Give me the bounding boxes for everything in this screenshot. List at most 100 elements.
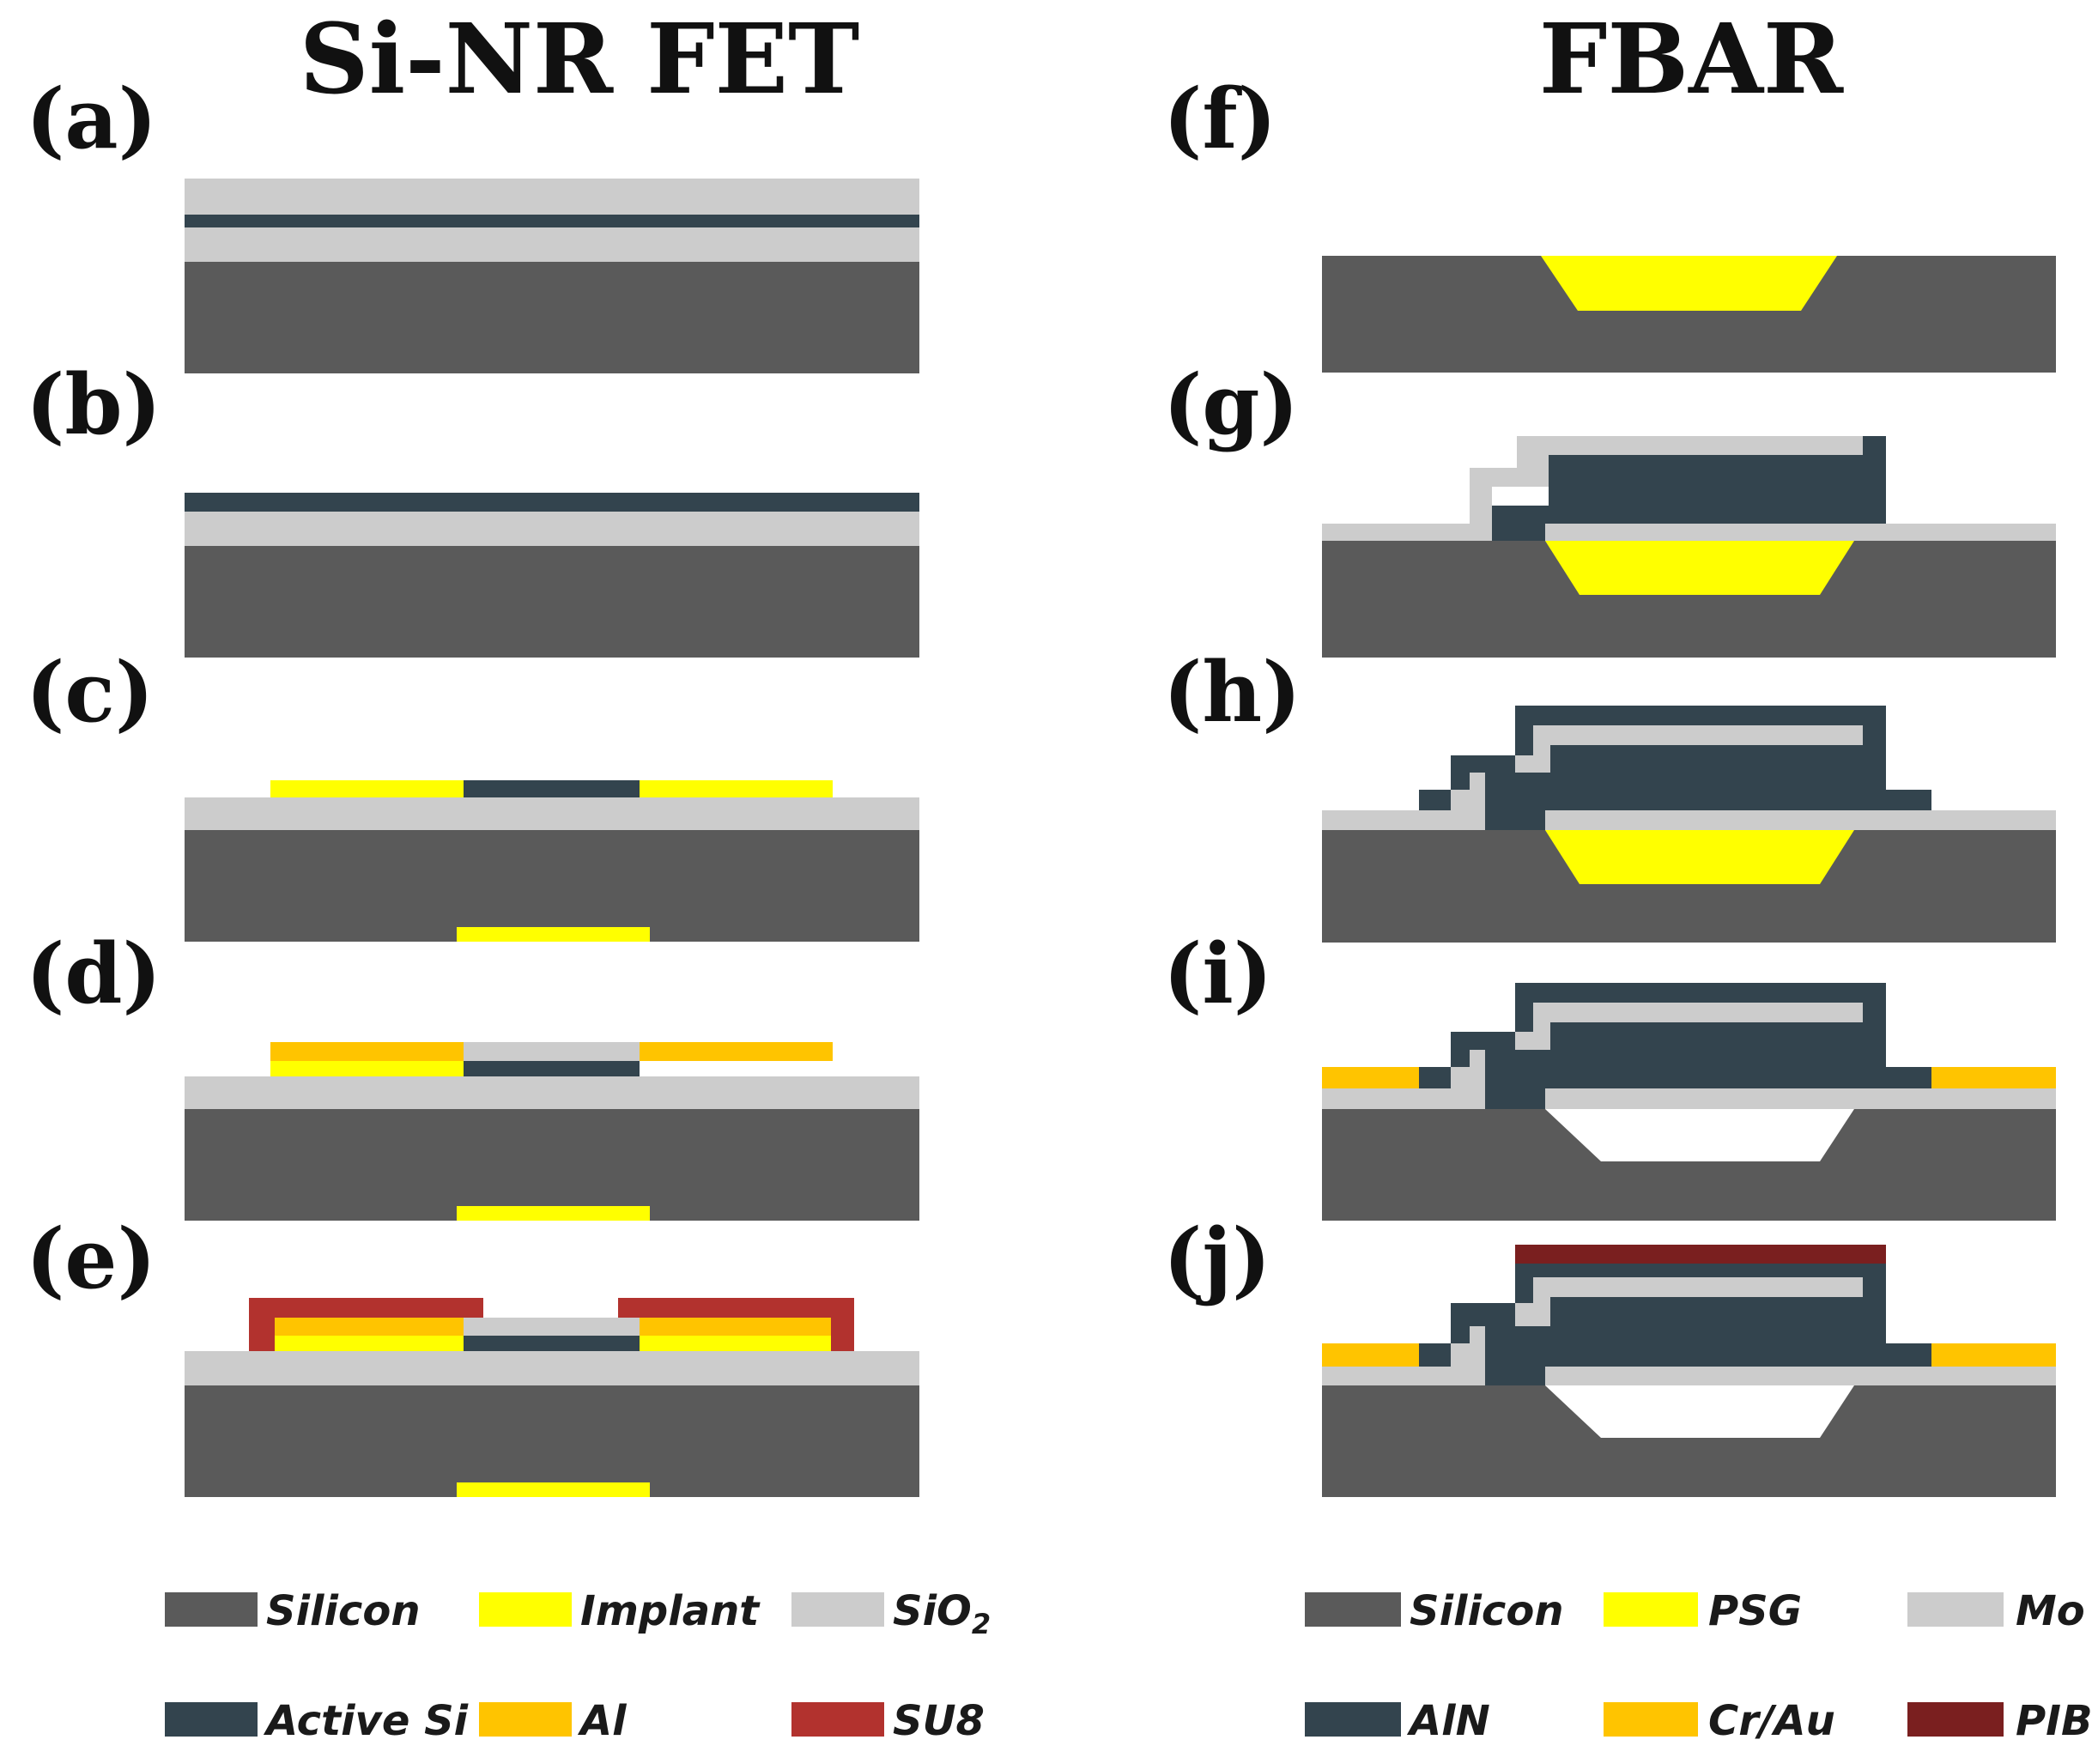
- air-cavity: [1545, 1109, 1854, 1161]
- silicon-substrate: [185, 1385, 919, 1497]
- legend-label-silicon: Silicon: [266, 1587, 421, 1635]
- panel-label-h: (h): [1163, 644, 1301, 741]
- silicon-substrate: [185, 830, 919, 942]
- crau-pad-right: [1931, 1067, 2056, 1088]
- legend-label-active-si: Active Si: [263, 1697, 469, 1745]
- mo-top-electrode: [1451, 1277, 1863, 1367]
- silicon-substrate: [185, 1109, 919, 1221]
- al-contact-source: [275, 1318, 464, 1336]
- legend-swatch-implant: [479, 1592, 572, 1627]
- implant-source: [270, 780, 464, 797]
- legend-swatch-silicon: [1305, 1592, 1401, 1627]
- sio2-box-layer: [185, 797, 919, 830]
- mo-top-electrode: [1451, 725, 1863, 810]
- legend-left: Silicon Implant SiO2 Active Si Al SU8: [165, 1587, 991, 1745]
- psg-sacrificial-fill: [1541, 256, 1837, 311]
- legend-right: Silicon PSG Mo AlN Cr/Au PIB: [1305, 1587, 2093, 1745]
- crau-pad-left: [1322, 1343, 1421, 1367]
- legend-label-psg: PSG: [1708, 1587, 1802, 1635]
- active-si-layer: [185, 215, 919, 227]
- panel-h-stack: [1322, 706, 2056, 943]
- su8-passivation-right: [618, 1298, 854, 1351]
- legend-swatch-psg: [1604, 1592, 1698, 1627]
- panel-label-j: (j): [1163, 1210, 1271, 1307]
- legend-swatch-active-si: [165, 1702, 258, 1737]
- back-implant: [457, 927, 650, 942]
- legend-label-implant: Implant: [580, 1587, 761, 1635]
- psg-sacrificial-fill: [1545, 541, 1854, 595]
- al-contact-drain: [640, 1042, 833, 1061]
- crau-pad-left: [1322, 1067, 1421, 1088]
- legend-label-crau: Cr/Au: [1708, 1697, 1835, 1745]
- mo-bottom-electrode: [1322, 487, 1545, 541]
- panel-i-stack: [1322, 983, 2056, 1221]
- sio2-box-layer: [185, 1076, 919, 1109]
- silicon-substrate: [185, 262, 919, 373]
- legend-swatch-su8: [791, 1702, 884, 1737]
- legend-swatch-mo: [1907, 1592, 2004, 1627]
- sio2-box-layer: [185, 227, 919, 262]
- mo-top-electrode: [1451, 1003, 1863, 1088]
- panel-g-stack: [1322, 436, 2056, 658]
- panel-f-stack: [1322, 256, 2056, 373]
- mo-bottom-electrode-left: [1322, 1088, 1485, 1109]
- legend-swatch-silicon: [165, 1592, 258, 1627]
- nanoribbon-channel: [464, 1061, 640, 1076]
- legend-swatch-al: [479, 1702, 572, 1737]
- sio2-box-layer: [185, 1351, 919, 1385]
- legend-label-mo: Mo: [2016, 1587, 2085, 1635]
- al-contact-drain: [640, 1318, 831, 1336]
- pib-sensing-layer: [1515, 1245, 1886, 1264]
- silicon-substrate: [185, 546, 919, 658]
- implant-source: [270, 1061, 464, 1076]
- legend-label-al: Al: [577, 1697, 627, 1745]
- mo-bottom-electrode-left: [1322, 810, 1485, 830]
- panel-label-e: (e): [26, 1210, 156, 1307]
- legend-label-su8: SU8: [893, 1697, 985, 1745]
- title-fbar: FBAR: [1539, 3, 1844, 116]
- al-contact-source: [270, 1042, 464, 1061]
- panel-label-i: (i): [1163, 925, 1272, 1022]
- panel-label-f: (f): [1163, 70, 1276, 167]
- sio2-top-layer: [185, 179, 919, 215]
- legend-swatch-sio2: [791, 1592, 884, 1627]
- legend-label-aln: AlN: [1406, 1697, 1490, 1745]
- legend-swatch-crau: [1604, 1702, 1698, 1737]
- title-si-nr-fet: Si-NR FET: [300, 3, 860, 116]
- gate-oxide: [464, 1318, 640, 1336]
- sio2-box-layer: [185, 512, 919, 546]
- nanoribbon-channel: [464, 780, 640, 797]
- panel-label-a: (a): [26, 70, 157, 167]
- panel-b-stack: [185, 493, 919, 658]
- nanoribbon-channel: [464, 1336, 640, 1351]
- legend-label-sio2: SiO2: [893, 1587, 991, 1640]
- panel-label-b: (b): [26, 356, 161, 453]
- active-si-layer: [185, 493, 919, 512]
- panel-label-c: (c): [26, 644, 154, 741]
- aln-piezo-layer: [1492, 436, 1886, 541]
- implant-drain: [640, 1336, 831, 1351]
- legend-label-pib: PIB: [2016, 1697, 2093, 1745]
- panel-d-stack: [185, 1042, 919, 1221]
- implant-source: [275, 1336, 464, 1351]
- mo-step: [1470, 436, 1863, 487]
- panel-e-stack: [185, 1298, 919, 1497]
- legend-swatch-pib: [1907, 1702, 2004, 1737]
- crau-pad-right: [1931, 1343, 2056, 1367]
- panel-a-stack: [185, 179, 919, 373]
- gate-oxide: [464, 1042, 640, 1061]
- su8-passivation-left: [249, 1298, 483, 1351]
- panel-label-d: (d): [26, 925, 161, 1022]
- back-implant: [457, 1482, 650, 1497]
- mo-bottom-electrode-right: [1545, 810, 2056, 830]
- panel-j-stack: [1322, 1245, 2056, 1497]
- air-cavity: [1545, 1385, 1854, 1438]
- back-implant: [457, 1206, 650, 1221]
- legend-label-silicon: Silicon: [1410, 1587, 1564, 1635]
- implant-drain: [640, 780, 833, 797]
- panel-c-stack: [185, 780, 919, 942]
- psg-sacrificial-fill: [1545, 830, 1854, 884]
- mo-bottom-electrode-right: [1545, 1088, 2056, 1109]
- mo-bottom-electrode-right: [1545, 524, 2056, 541]
